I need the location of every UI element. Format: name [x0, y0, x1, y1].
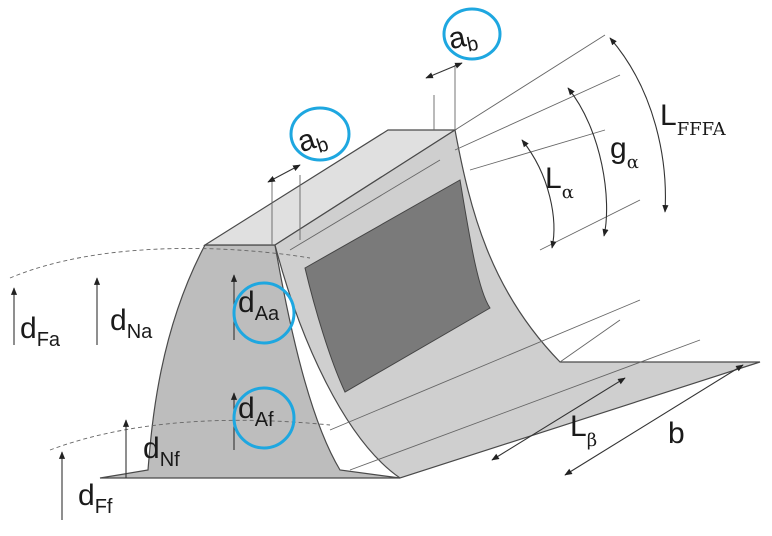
highlight-ab-mid	[289, 106, 351, 162]
contact-zone	[304, 179, 491, 393]
dim-l-alpha	[521, 139, 557, 249]
label-ab-mid: ab	[294, 119, 332, 163]
ext-lines-top	[271, 65, 456, 245]
label-b: b	[668, 417, 685, 450]
label-l-beta: Lβ	[570, 410, 597, 451]
dim-ab-top	[425, 62, 463, 79]
label-d-aa: dAa	[238, 286, 280, 325]
dim-ab-mid	[267, 164, 301, 183]
dim-g-alpha	[567, 87, 609, 237]
label-l-alpha: Lα	[545, 162, 574, 203]
dim-b	[564, 364, 744, 476]
highlight-ab-top	[442, 7, 502, 61]
label-d-af: dAf	[238, 392, 274, 431]
root-arc	[49, 419, 331, 451]
dim-l-fffa	[609, 37, 669, 213]
flank-edge-line-2	[329, 299, 641, 431]
label-l-fffa: LFFFA	[660, 99, 727, 140]
label-ab-top: ab	[446, 18, 481, 60]
highlight-d-af	[232, 386, 296, 450]
highlight-d-aa	[232, 281, 296, 345]
tip-arc	[9, 248, 311, 279]
label-d-fa: dFa	[20, 312, 61, 351]
label-d-nf: dNf	[143, 432, 180, 471]
label-d-ff: dFf	[78, 479, 113, 518]
label-d-na: dNa	[110, 304, 153, 343]
label-g-alpha: gα	[610, 132, 639, 173]
flank-edge-line-1	[289, 159, 441, 251]
